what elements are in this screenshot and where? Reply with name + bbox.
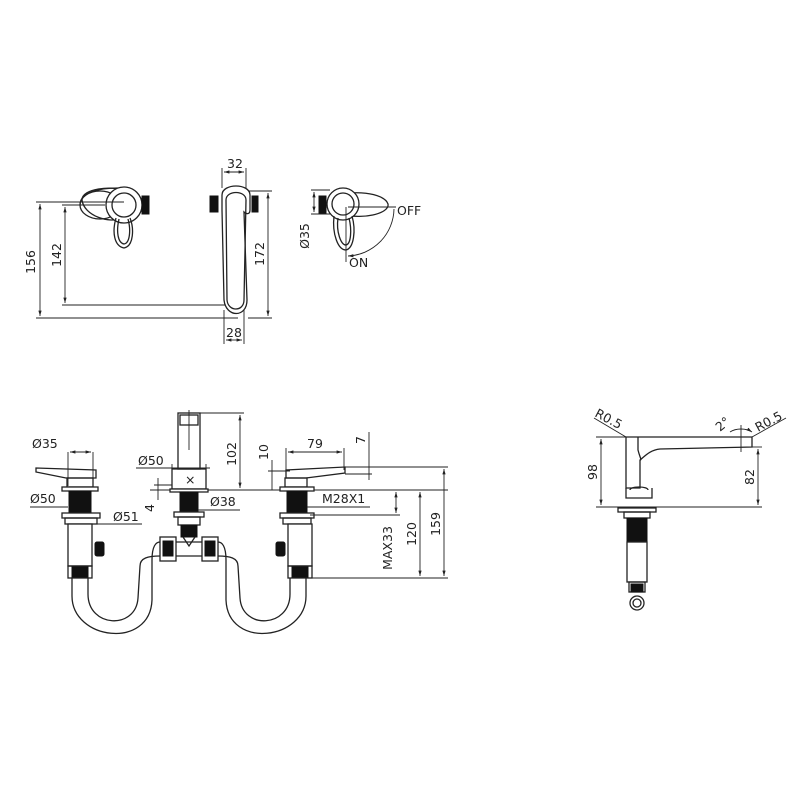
dim-center-diameter-38: Ø38 <box>210 494 236 509</box>
center-spout: × 102 Ø50 4 <box>136 410 244 562</box>
dim-142: 142 <box>49 243 64 267</box>
dim-center-diameter-50: Ø50 <box>138 453 164 468</box>
dim-spout-82: 82 <box>742 469 757 485</box>
top-right-handle-view: OFF ON Ø35 <box>297 187 421 270</box>
svg-text:×: × <box>185 472 195 487</box>
dim-right-10: 10 <box>256 444 271 460</box>
bottom-right-spout-side-view: 98 82 R0.5 R0.5 2° <box>585 405 787 611</box>
dim-left-diameter-51: Ø51 <box>113 509 139 524</box>
hoses <box>71 541 307 634</box>
label-off: OFF <box>397 203 421 218</box>
dim-right-7: 7 <box>353 436 368 444</box>
dim-28: 28 <box>226 325 242 340</box>
dim-right-thread: M28X1 <box>322 491 365 506</box>
bottom-assembly-view: Ø35 Ø50 Ø51 × <box>30 410 448 634</box>
dim-center-4: 4 <box>142 504 157 512</box>
dim-32: 32 <box>227 156 243 171</box>
right-valve: 10 79 7 M28X1 MAX33 120 159 <box>256 432 448 579</box>
dim-radius-right: R0.5 <box>752 408 784 435</box>
top-middle-side-view: 32 172 28 <box>209 156 272 344</box>
dim-right-79: 79 <box>307 436 323 451</box>
dim-172: 172 <box>252 242 267 266</box>
label-on: ON <box>349 255 368 270</box>
dim-156: 156 <box>23 250 38 274</box>
dim-diameter-35-top: Ø35 <box>297 223 312 249</box>
dim-left-diameter-35: Ø35 <box>32 436 58 451</box>
left-valve: Ø35 Ø50 Ø51 <box>30 436 142 579</box>
top-left-front-view: 156 142 <box>23 186 238 319</box>
dim-radius-left: R0.5 <box>593 405 625 432</box>
dim-right-159: 159 <box>428 512 443 536</box>
dim-left-diameter-50: Ø50 <box>30 491 56 506</box>
dim-spout-98: 98 <box>585 464 600 480</box>
dim-center-102: 102 <box>224 442 239 466</box>
dim-angle: 2° <box>712 414 733 435</box>
dim-right-max33: MAX33 <box>380 526 395 570</box>
dim-right-120: 120 <box>404 522 419 546</box>
